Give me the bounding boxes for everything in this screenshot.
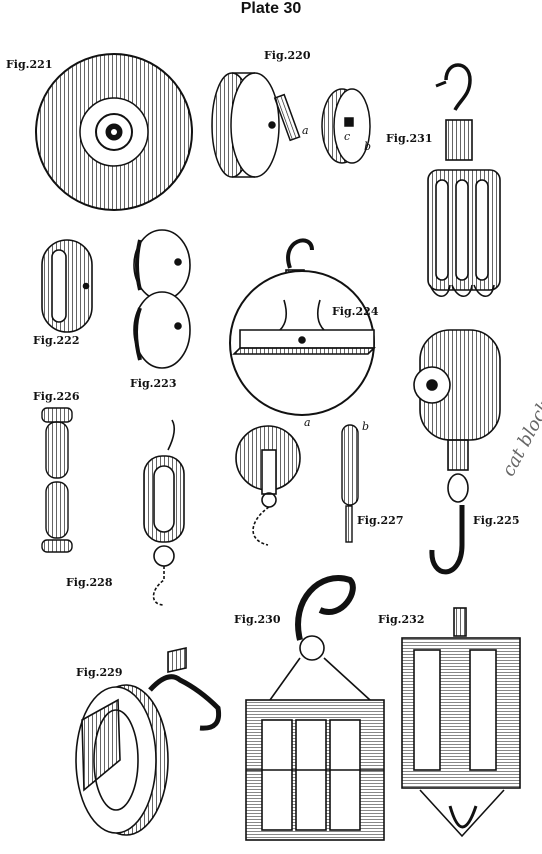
fig232-label: Fig.232 — [378, 613, 425, 626]
fig231-label: Fig.231 — [386, 132, 433, 145]
fig223-double-block — [133, 229, 191, 369]
fig232-side-block — [401, 607, 521, 838]
fig227a-disc — [235, 425, 301, 546]
fig221-label: Fig.221 — [6, 58, 53, 71]
plate-title: Plate 30 — [240, 0, 302, 17]
fig225-label: Fig.225 — [473, 514, 520, 527]
fig230-large-block — [245, 575, 385, 841]
fig224-label: Fig.224 — [332, 305, 379, 318]
fig220-part-a: a — [302, 124, 309, 137]
fig231-triple-block — [427, 63, 501, 298]
fig221-wheel — [35, 53, 193, 211]
fig222-single-block — [41, 239, 93, 333]
fig229-clip-block — [75, 647, 222, 836]
fig227-label: Fig.227 — [357, 514, 404, 527]
fig225-hook-block — [413, 329, 501, 575]
fig222-label: Fig.222 — [33, 334, 80, 347]
fig224-crane-pulley — [229, 238, 376, 416]
fig228-label: Fig.228 — [66, 576, 113, 589]
fig227-part-a: a — [304, 416, 311, 429]
fig228-snatch-block — [143, 419, 185, 606]
fig223-label: Fig.223 — [130, 377, 177, 390]
fig229-label: Fig.229 — [76, 666, 123, 679]
fig230-label: Fig.230 — [234, 613, 281, 626]
fig226-toggle — [41, 407, 73, 553]
fig220-label: Fig.220 — [264, 49, 311, 62]
fig220-part-c: c — [344, 130, 351, 143]
fig220-sheave — [211, 72, 371, 178]
fig220-part-b: b — [364, 140, 372, 153]
fig226-label: Fig.226 — [33, 390, 80, 403]
fig227-part-b: b — [362, 420, 370, 433]
fig227b-strap — [341, 424, 359, 543]
